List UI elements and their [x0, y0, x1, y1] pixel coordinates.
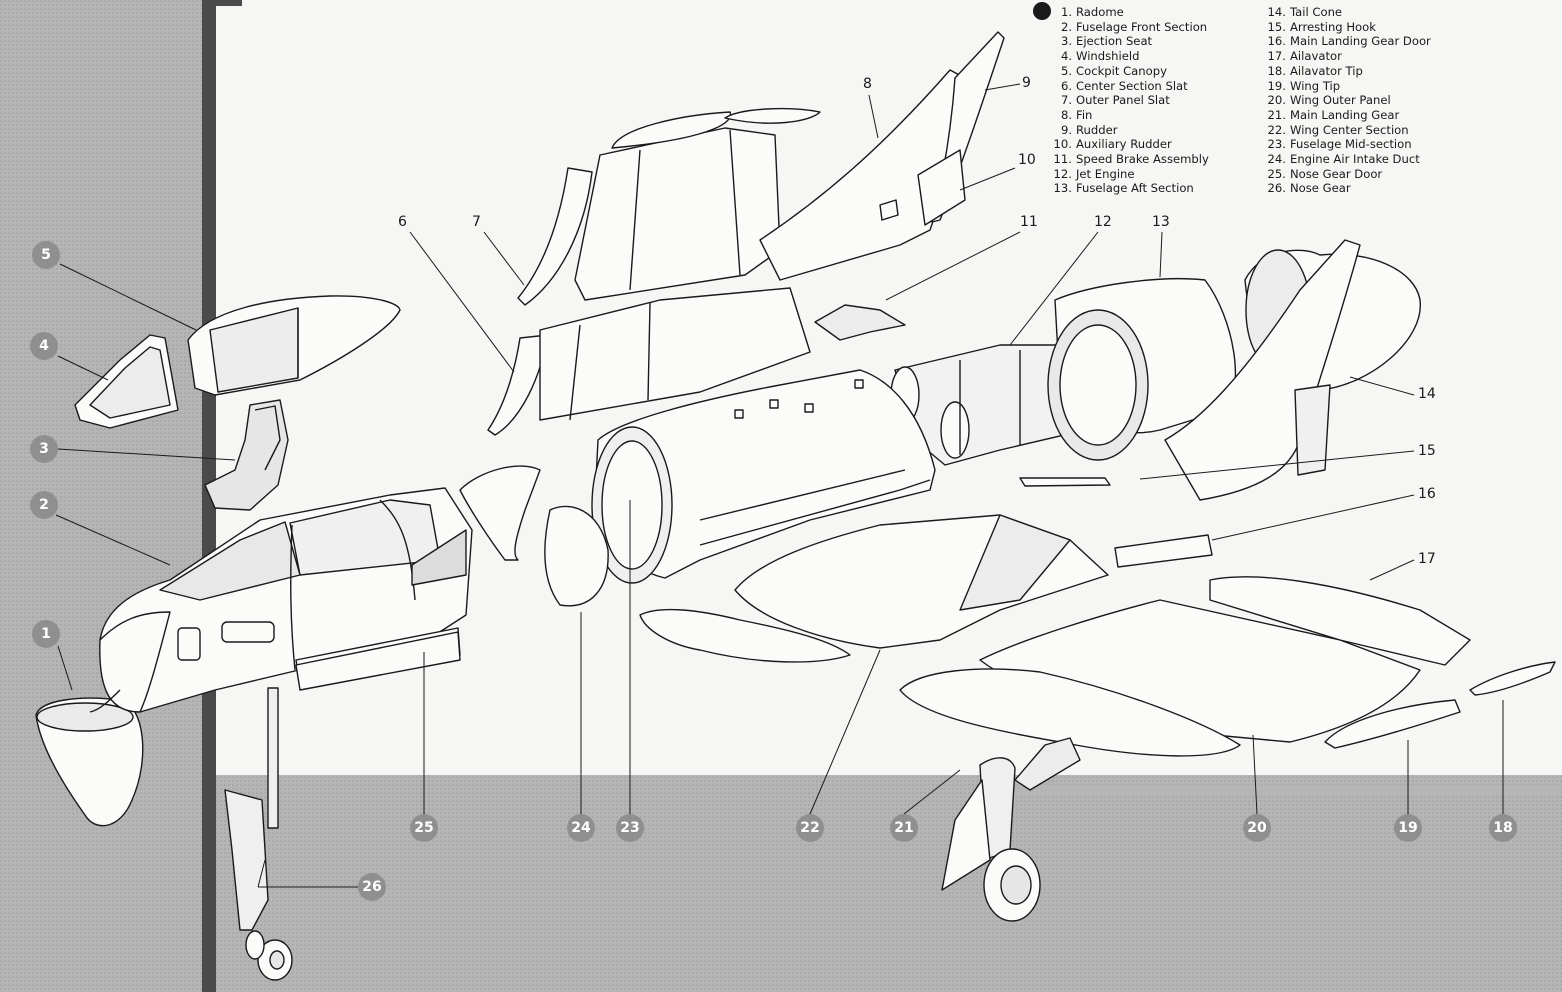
callout-10: 10 — [1018, 152, 1036, 168]
legend-bullet-dot — [1033, 2, 1051, 20]
legend-item: 23.Fuselage Mid-section — [1267, 137, 1412, 152]
legend-item: 6.Center Section Slat — [1060, 78, 1188, 93]
main-landing-gear-part — [941, 737, 1081, 922]
callout-8: 8 — [863, 76, 872, 92]
legend-item: 15.Arresting Hook — [1267, 19, 1376, 34]
right-tail-fin — [1164, 239, 1361, 501]
legend-item: 19.Wing Tip — [1267, 78, 1341, 93]
nose-gear-door-part — [295, 631, 461, 691]
auxiliary-rudder-part — [917, 149, 966, 226]
callout-18: 18 — [1489, 814, 1517, 842]
legend-item: 4.Windshield — [1060, 49, 1140, 64]
legend-item: 5.Cockpit Canopy — [1060, 63, 1167, 78]
legend-item: 26.Nose Gear — [1267, 181, 1351, 196]
ailavator-part — [1209, 576, 1471, 666]
callout-21: 21 — [890, 814, 918, 842]
callout-26: 26 — [358, 873, 386, 901]
legend-item: 18.Ailavator Tip — [1267, 63, 1363, 78]
callout-13: 13 — [1152, 214, 1170, 230]
callout-25: 25 — [410, 814, 438, 842]
callout-3: 3 — [30, 435, 58, 463]
center-section-slat-part — [487, 334, 549, 436]
wing-center-section-part — [639, 514, 1109, 663]
callout-6: 6 — [398, 214, 407, 230]
legend-item: 11.Speed Brake Assembly — [1053, 152, 1209, 167]
legend-right-column: 14.Tail Cone 15.Arresting Hook 16.Main L… — [1266, 5, 1431, 196]
callout-2: 2 — [30, 491, 58, 519]
air-intake-duct-part — [459, 465, 609, 607]
ailavator-tip-part — [1469, 661, 1556, 696]
legend-item: 17.Ailavator — [1267, 49, 1342, 64]
legend-item: 10.Auxiliary Rudder — [1053, 137, 1172, 152]
callout-5: 5 — [32, 241, 60, 269]
callout-22: 22 — [796, 814, 824, 842]
nose-gear-part — [224, 687, 293, 981]
dark-top-edge — [202, 0, 242, 6]
legend-item: 22.Wing Center Section — [1267, 122, 1409, 137]
upper-wing-panels — [539, 107, 821, 421]
legend-item: 16.Main Landing Gear Door — [1267, 34, 1431, 49]
outer-panel-slat-part — [517, 167, 593, 306]
legend-item: 12.Jet Engine — [1053, 166, 1135, 181]
legend-item: 8.Fin — [1060, 107, 1093, 122]
legend-left-column: 1.Radome 2.Fuselage Front Section 3.Ejec… — [1052, 5, 1209, 196]
callout-4: 4 — [30, 332, 58, 360]
speed-brake-part — [814, 304, 906, 341]
arresting-hook-part — [1019, 477, 1111, 487]
fuselage-mid-part — [591, 369, 936, 584]
callout-14: 14 — [1418, 386, 1436, 402]
legend-item: 9.Rudder — [1060, 122, 1118, 137]
windshield-part — [74, 334, 179, 429]
radome-part — [35, 697, 144, 827]
callout-23: 23 — [616, 814, 644, 842]
callout-12: 12 — [1094, 214, 1112, 230]
dark-vertical-bar — [202, 0, 216, 992]
callout-1: 1 — [32, 620, 60, 648]
legend-item: 21.Main Landing Gear — [1267, 107, 1400, 122]
legend-item: 24.Engine Air Intake Duct — [1267, 152, 1420, 167]
main-gear-door-part — [1114, 534, 1213, 568]
legend-item: 25.Nose Gear Door — [1267, 166, 1383, 181]
wing-outer-panel-part — [899, 599, 1421, 757]
legend-item: 7.Outer Panel Slat — [1060, 93, 1170, 108]
callout-19: 19 — [1394, 814, 1422, 842]
callout-9: 9 — [1022, 75, 1031, 91]
canopy-part — [187, 295, 401, 396]
leader-lines — [55, 83, 1504, 888]
legend-item: 14.Tail Cone — [1267, 5, 1343, 19]
fuselage-aft-part — [1047, 278, 1237, 461]
ejection-seat-part — [204, 399, 289, 511]
callout-20: 20 — [1243, 814, 1271, 842]
legend-item: 1.Radome — [1060, 5, 1124, 19]
callout-15: 15 — [1418, 443, 1436, 459]
callout-7: 7 — [472, 214, 481, 230]
legend-item: 2.Fuselage Front Section — [1060, 19, 1208, 34]
callout-17: 17 — [1418, 551, 1436, 567]
callout-16: 16 — [1418, 486, 1436, 502]
callout-11: 11 — [1020, 214, 1038, 230]
wing-tip-part — [1324, 699, 1461, 749]
legend-item: 3.Ejection Seat — [1060, 34, 1153, 49]
legend-item: 13.Fuselage Aft Section — [1053, 181, 1194, 196]
legend-item: 20.Wing Outer Panel — [1267, 93, 1391, 108]
callout-24: 24 — [567, 814, 595, 842]
bottom-gray-band-right — [1000, 785, 1562, 795]
